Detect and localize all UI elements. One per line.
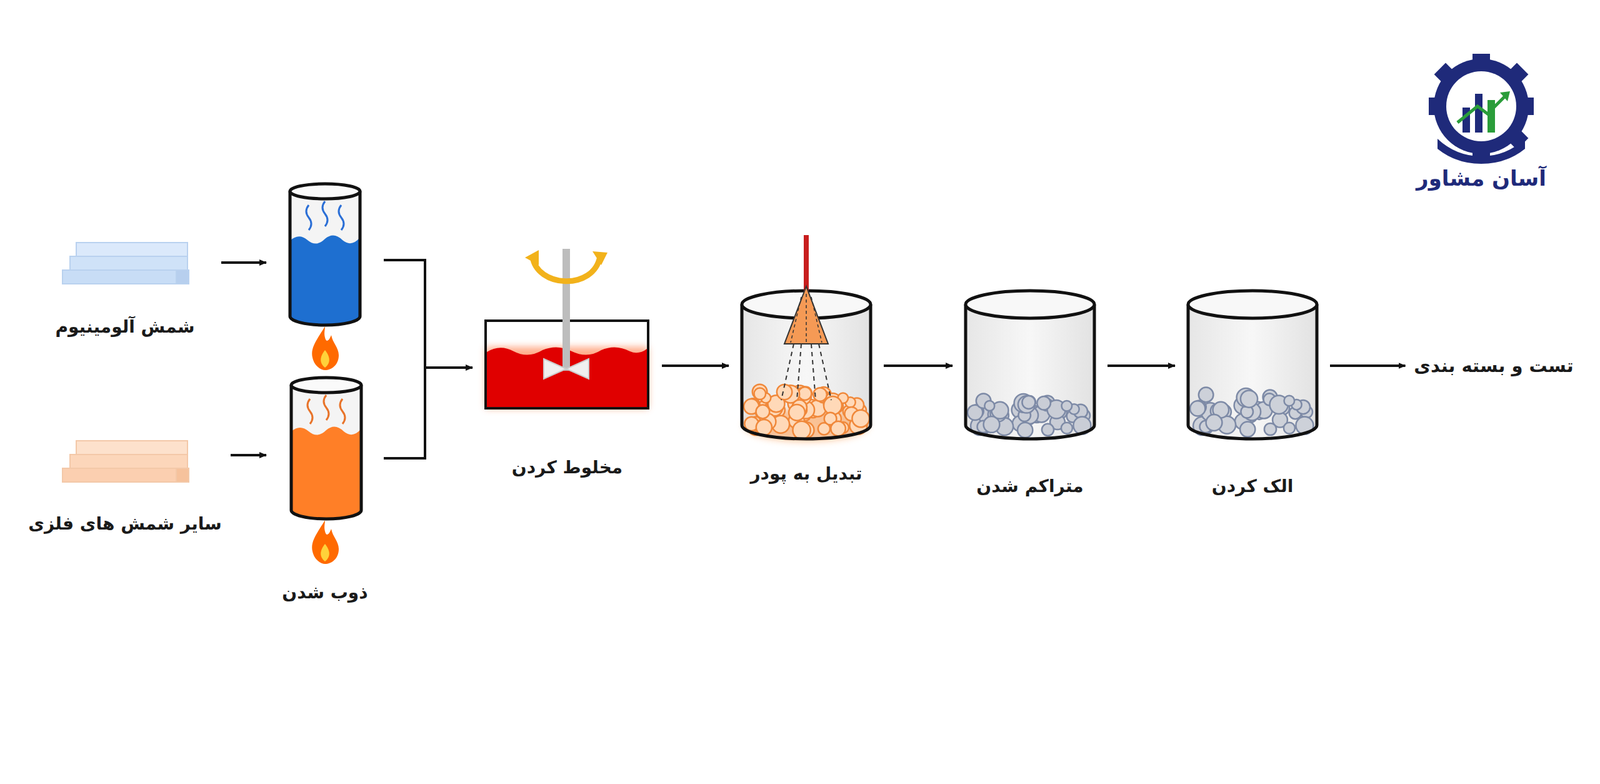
stage-label: شمش آلومینیوم [31,316,219,337]
powder-particle [1284,395,1295,407]
powder-particle [984,400,995,411]
stage-label: ذوب شدن [268,581,382,603]
powder-particle [798,386,812,400]
flame-core [320,543,330,562]
flow-arrow [1107,364,1175,367]
powder-particle [788,404,805,421]
flame [311,326,339,370]
flame [311,520,339,564]
powder-particle [1061,422,1073,434]
powder-particle [1017,422,1033,438]
compaction-stage: متراکم شدن [955,284,1105,500]
powder-particle [1240,421,1255,437]
powder-particle [851,410,870,428]
powder-particle [792,421,810,439]
mixing-tank [485,248,649,409]
flame-core [320,350,330,368]
compaction-tank [965,290,1095,439]
flow-arrow [661,364,729,367]
powder-particle [1206,414,1223,431]
metal-crucible [291,377,362,519]
melting-stage: ذوب شدن [268,178,382,607]
powder-particle [1061,400,1073,412]
ingot-source: شمش آلومینیوم [31,234,219,341]
aluminium-ingots [62,242,189,284]
final-stage: تست و بسته بندی [1408,350,1580,385]
flow-arrow [1330,364,1406,367]
powder-particle [756,405,770,419]
logo-gear [1428,53,1534,164]
stage-label: متراکم شدن [955,475,1105,497]
flow-arrow [883,364,953,367]
stage-label: تست و بسته بندی [1408,350,1580,382]
powder-particle [1190,400,1205,416]
stage-label: مخلوط کردن [475,456,660,478]
stage-label: تبدیل به پودر [731,463,882,484]
powder-particle [830,421,846,437]
atomizer-tank [741,235,871,442]
metal-ingots [62,440,189,482]
powder-particle [1198,387,1214,403]
powder-particle [1283,422,1295,434]
powder-particle [1018,395,1035,413]
powder-particle [1264,423,1277,435]
powder-particle [1041,423,1054,436]
powder-particle [754,388,767,400]
stage-label: سایر شمش های فلزی [21,513,229,534]
flow-arrow [383,260,473,459]
stage-label: الک کردن [1177,475,1328,497]
ingot-source: سایر شمش های فلزی [21,432,229,538]
flow-arrow [221,261,267,264]
sieving-stage: الک کردن [1177,284,1328,500]
aluminium-crucible [290,183,360,325]
powder-particle [823,396,842,415]
atomizing-stage: تبدیل به پودر [731,231,882,488]
powder-particle [1036,396,1051,410]
mixing-stage: مخلوط کردن [475,246,660,482]
powder-particle [1021,395,1035,409]
logo-text: آسان مشاور [1416,165,1547,191]
powder-particle [1240,390,1258,408]
flow-arrow [230,453,267,457]
sieve-tank [1188,290,1317,439]
powder-particle [752,384,768,400]
